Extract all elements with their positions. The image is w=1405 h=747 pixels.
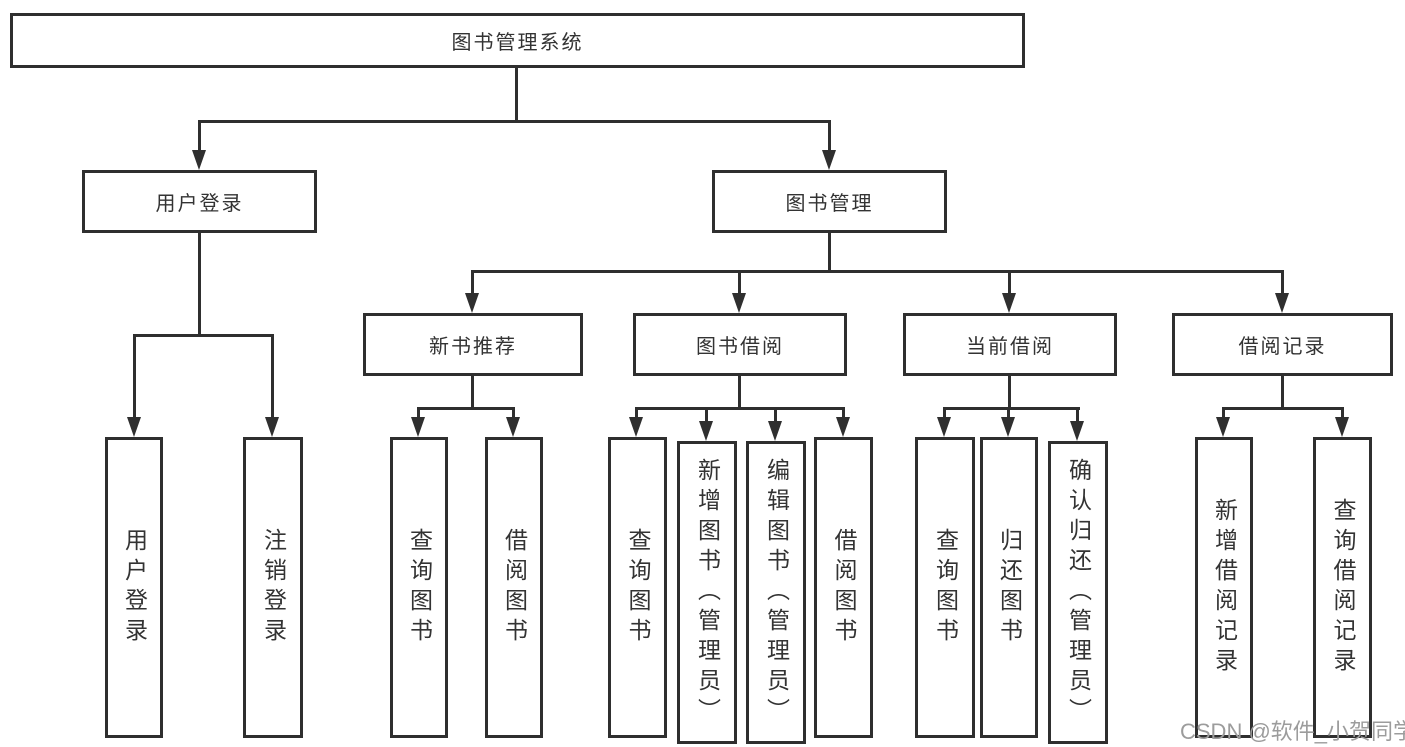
arrowhead-cb-confirm	[1070, 421, 1084, 441]
connector-stub-current-borrowing	[1008, 270, 1011, 296]
node-new-book-recommend-label: 新书推荐	[429, 336, 517, 358]
connector-stub-borrowing-records	[1281, 270, 1284, 296]
arrowhead-cb-query	[937, 417, 951, 437]
connector-root-drop	[515, 68, 518, 120]
connector-user-login-bar	[133, 334, 274, 337]
leaf-bb-borrow-books: 借阅图书	[814, 437, 873, 738]
node-borrowing-records-label: 借阅记录	[1238, 336, 1327, 358]
node-current-borrowing-label: 当前借阅	[966, 336, 1054, 358]
arrowhead-bb-query	[629, 417, 643, 437]
connector-stub-cb-confirm	[1076, 407, 1079, 424]
node-new-book-recommend: 新书推荐	[363, 313, 583, 376]
leaf-br-add-record: 新增借阅记录	[1195, 437, 1253, 738]
arrowhead-user-login	[192, 150, 206, 170]
connector-stub-book-management	[828, 120, 831, 152]
connector-cb-bar	[943, 407, 1080, 410]
node-book-borrowing-label: 图书借阅	[696, 336, 784, 358]
connector-book-management-drop	[828, 233, 831, 272]
arrowhead-cb-return	[1001, 417, 1015, 437]
connector-stub-nbr-query	[417, 407, 420, 420]
leaf-cb-query-books: 查询图书	[915, 437, 975, 738]
leaf-nbr-query-books: 查询图书	[390, 437, 448, 738]
arrowhead-leaf-logout	[265, 417, 279, 437]
connector-nbr-bar	[417, 407, 515, 410]
arrowhead-leaf-user-login	[127, 417, 141, 437]
connector-bb-bar	[635, 407, 845, 410]
node-root: 图书管理系统	[10, 13, 1025, 68]
leaf-cb-return-books-label: 归还图书	[996, 527, 1023, 648]
leaf-bb-borrow-books-label: 借阅图书	[831, 527, 857, 648]
connector-nbr-drop	[471, 376, 474, 410]
connector-stub-nbr-borrow	[512, 407, 515, 420]
connector-stub-book-borrowing	[738, 270, 741, 296]
leaf-cb-confirm-return-admin-label: 确认归还（管理员）	[1065, 457, 1092, 728]
leaf-logout-login: 注销登录	[243, 437, 303, 738]
node-user-login-label: 用户登录	[155, 193, 244, 215]
leaf-bb-add-books-admin: 新增图书（管理员）	[677, 441, 737, 744]
connector-user-login-drop	[198, 233, 201, 336]
connector-stub-leaf-logout	[271, 334, 274, 419]
connector-stub-new-book-recommend	[471, 270, 474, 296]
leaf-cb-return-books: 归还图书	[980, 437, 1038, 738]
connector-stub-cb-return	[1007, 407, 1010, 420]
arrowhead-new-book-recommend	[465, 293, 479, 313]
arrowhead-bb-add	[699, 421, 713, 441]
connector-stub-user-login	[198, 120, 201, 152]
leaf-logout-login-label: 注销登录	[260, 527, 287, 648]
node-book-borrowing: 图书借阅	[633, 313, 847, 376]
leaf-user-login: 用户登录	[105, 437, 163, 738]
leaf-bb-query-books-label: 查询图书	[625, 527, 651, 648]
arrowhead-nbr-borrow	[506, 417, 520, 437]
connector-stub-br-add	[1222, 407, 1225, 420]
arrowhead-bb-borrow	[836, 417, 850, 437]
arrowhead-br-query	[1335, 417, 1349, 437]
connector-bb-drop	[738, 376, 741, 410]
node-current-borrowing: 当前借阅	[903, 313, 1117, 376]
node-book-management-label: 图书管理	[785, 193, 874, 215]
arrowhead-borrowing-records	[1275, 293, 1289, 313]
connector-stub-bb-borrow	[842, 407, 845, 420]
leaf-bb-add-books-admin-label: 新增图书（管理员）	[694, 457, 721, 728]
leaf-cb-confirm-return-admin: 确认归还（管理员）	[1048, 441, 1108, 744]
leaf-bb-edit-books-admin-label: 编辑图书（管理员）	[763, 457, 790, 728]
leaf-nbr-borrow-books: 借阅图书	[485, 437, 543, 738]
connector-level3-bar	[471, 270, 1284, 273]
connector-br-bar	[1222, 407, 1344, 410]
arrowhead-nbr-query	[411, 417, 425, 437]
arrowhead-book-management	[822, 150, 836, 170]
arrowhead-bb-edit	[768, 421, 782, 441]
arrowhead-current-borrowing	[1002, 293, 1016, 313]
connector-stub-bb-query	[635, 407, 638, 420]
leaf-br-query-record-label: 查询借阅记录	[1330, 497, 1356, 678]
leaf-nbr-query-books-label: 查询图书	[406, 527, 433, 648]
leaf-bb-query-books: 查询图书	[608, 437, 667, 738]
csdn-watermark: CSDN @软件_小贺同学	[1180, 719, 1405, 744]
node-borrowing-records: 借阅记录	[1172, 313, 1393, 376]
node-user-login: 用户登录	[82, 170, 317, 233]
leaf-bb-edit-books-admin: 编辑图书（管理员）	[746, 441, 806, 744]
connector-stub-bb-edit	[774, 407, 777, 424]
leaf-user-login-label: 用户登录	[121, 527, 148, 648]
leaf-br-query-record: 查询借阅记录	[1313, 437, 1372, 738]
connector-stub-leaf-user-login	[133, 334, 136, 419]
connector-stub-bb-add	[705, 407, 708, 424]
leaf-nbr-borrow-books-label: 借阅图书	[501, 527, 528, 648]
connector-cb-drop	[1008, 376, 1011, 410]
leaf-cb-query-books-label: 查询图书	[932, 527, 959, 648]
connector-level2-bar	[198, 120, 831, 123]
connector-stub-br-query	[1341, 407, 1344, 420]
leaf-br-add-record-label: 新增借阅记录	[1211, 497, 1238, 678]
connector-br-drop	[1281, 376, 1284, 410]
node-root-label: 图书管理系统	[451, 32, 584, 54]
node-book-management: 图书管理	[712, 170, 947, 233]
connector-stub-cb-query	[943, 407, 946, 420]
arrowhead-br-add	[1216, 417, 1230, 437]
arrowhead-book-borrowing	[732, 293, 746, 313]
